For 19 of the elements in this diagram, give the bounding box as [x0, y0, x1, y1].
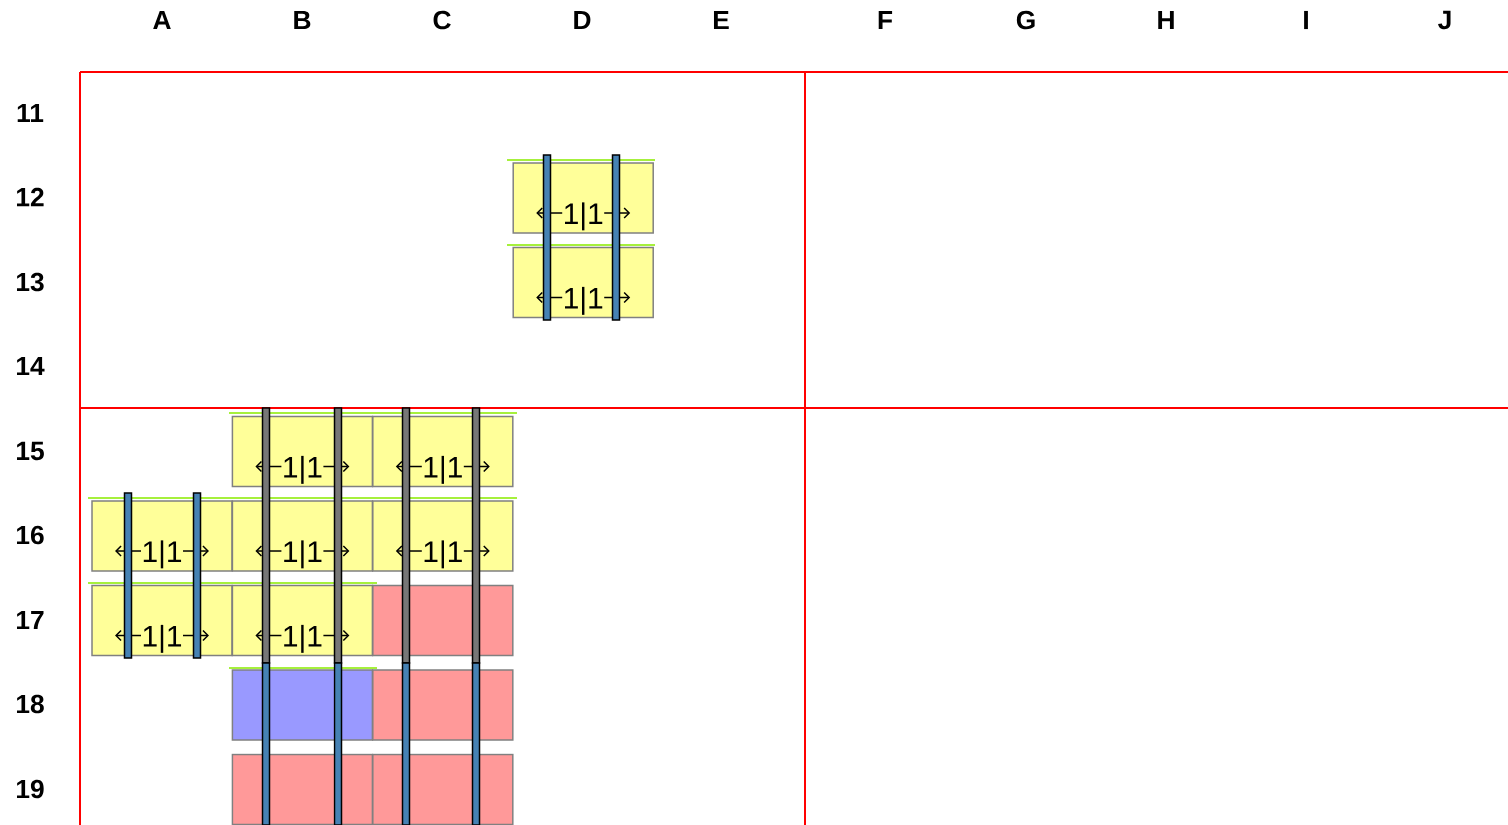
column-header: B: [294, 10, 311, 30]
row-header: 18: [17, 694, 44, 714]
column-header: D: [574, 10, 591, 30]
row-header: 12: [17, 187, 44, 207]
column-header: J: [1438, 10, 1451, 30]
row-header: 19: [17, 779, 44, 799]
column-header: A: [153, 10, 171, 30]
column-header: I: [1304, 10, 1308, 30]
row-header: 17: [17, 610, 44, 630]
column-header: C: [433, 10, 451, 30]
column-header: F: [878, 10, 893, 30]
row-header: 13: [17, 272, 44, 292]
column-header: H: [1158, 10, 1174, 30]
row-header: 15: [17, 441, 44, 461]
row-header: 14: [17, 356, 45, 376]
row-header: 16: [17, 525, 44, 545]
column-header: G: [1016, 10, 1035, 30]
row-header: 11: [17, 103, 44, 123]
column-header: E: [714, 10, 729, 30]
